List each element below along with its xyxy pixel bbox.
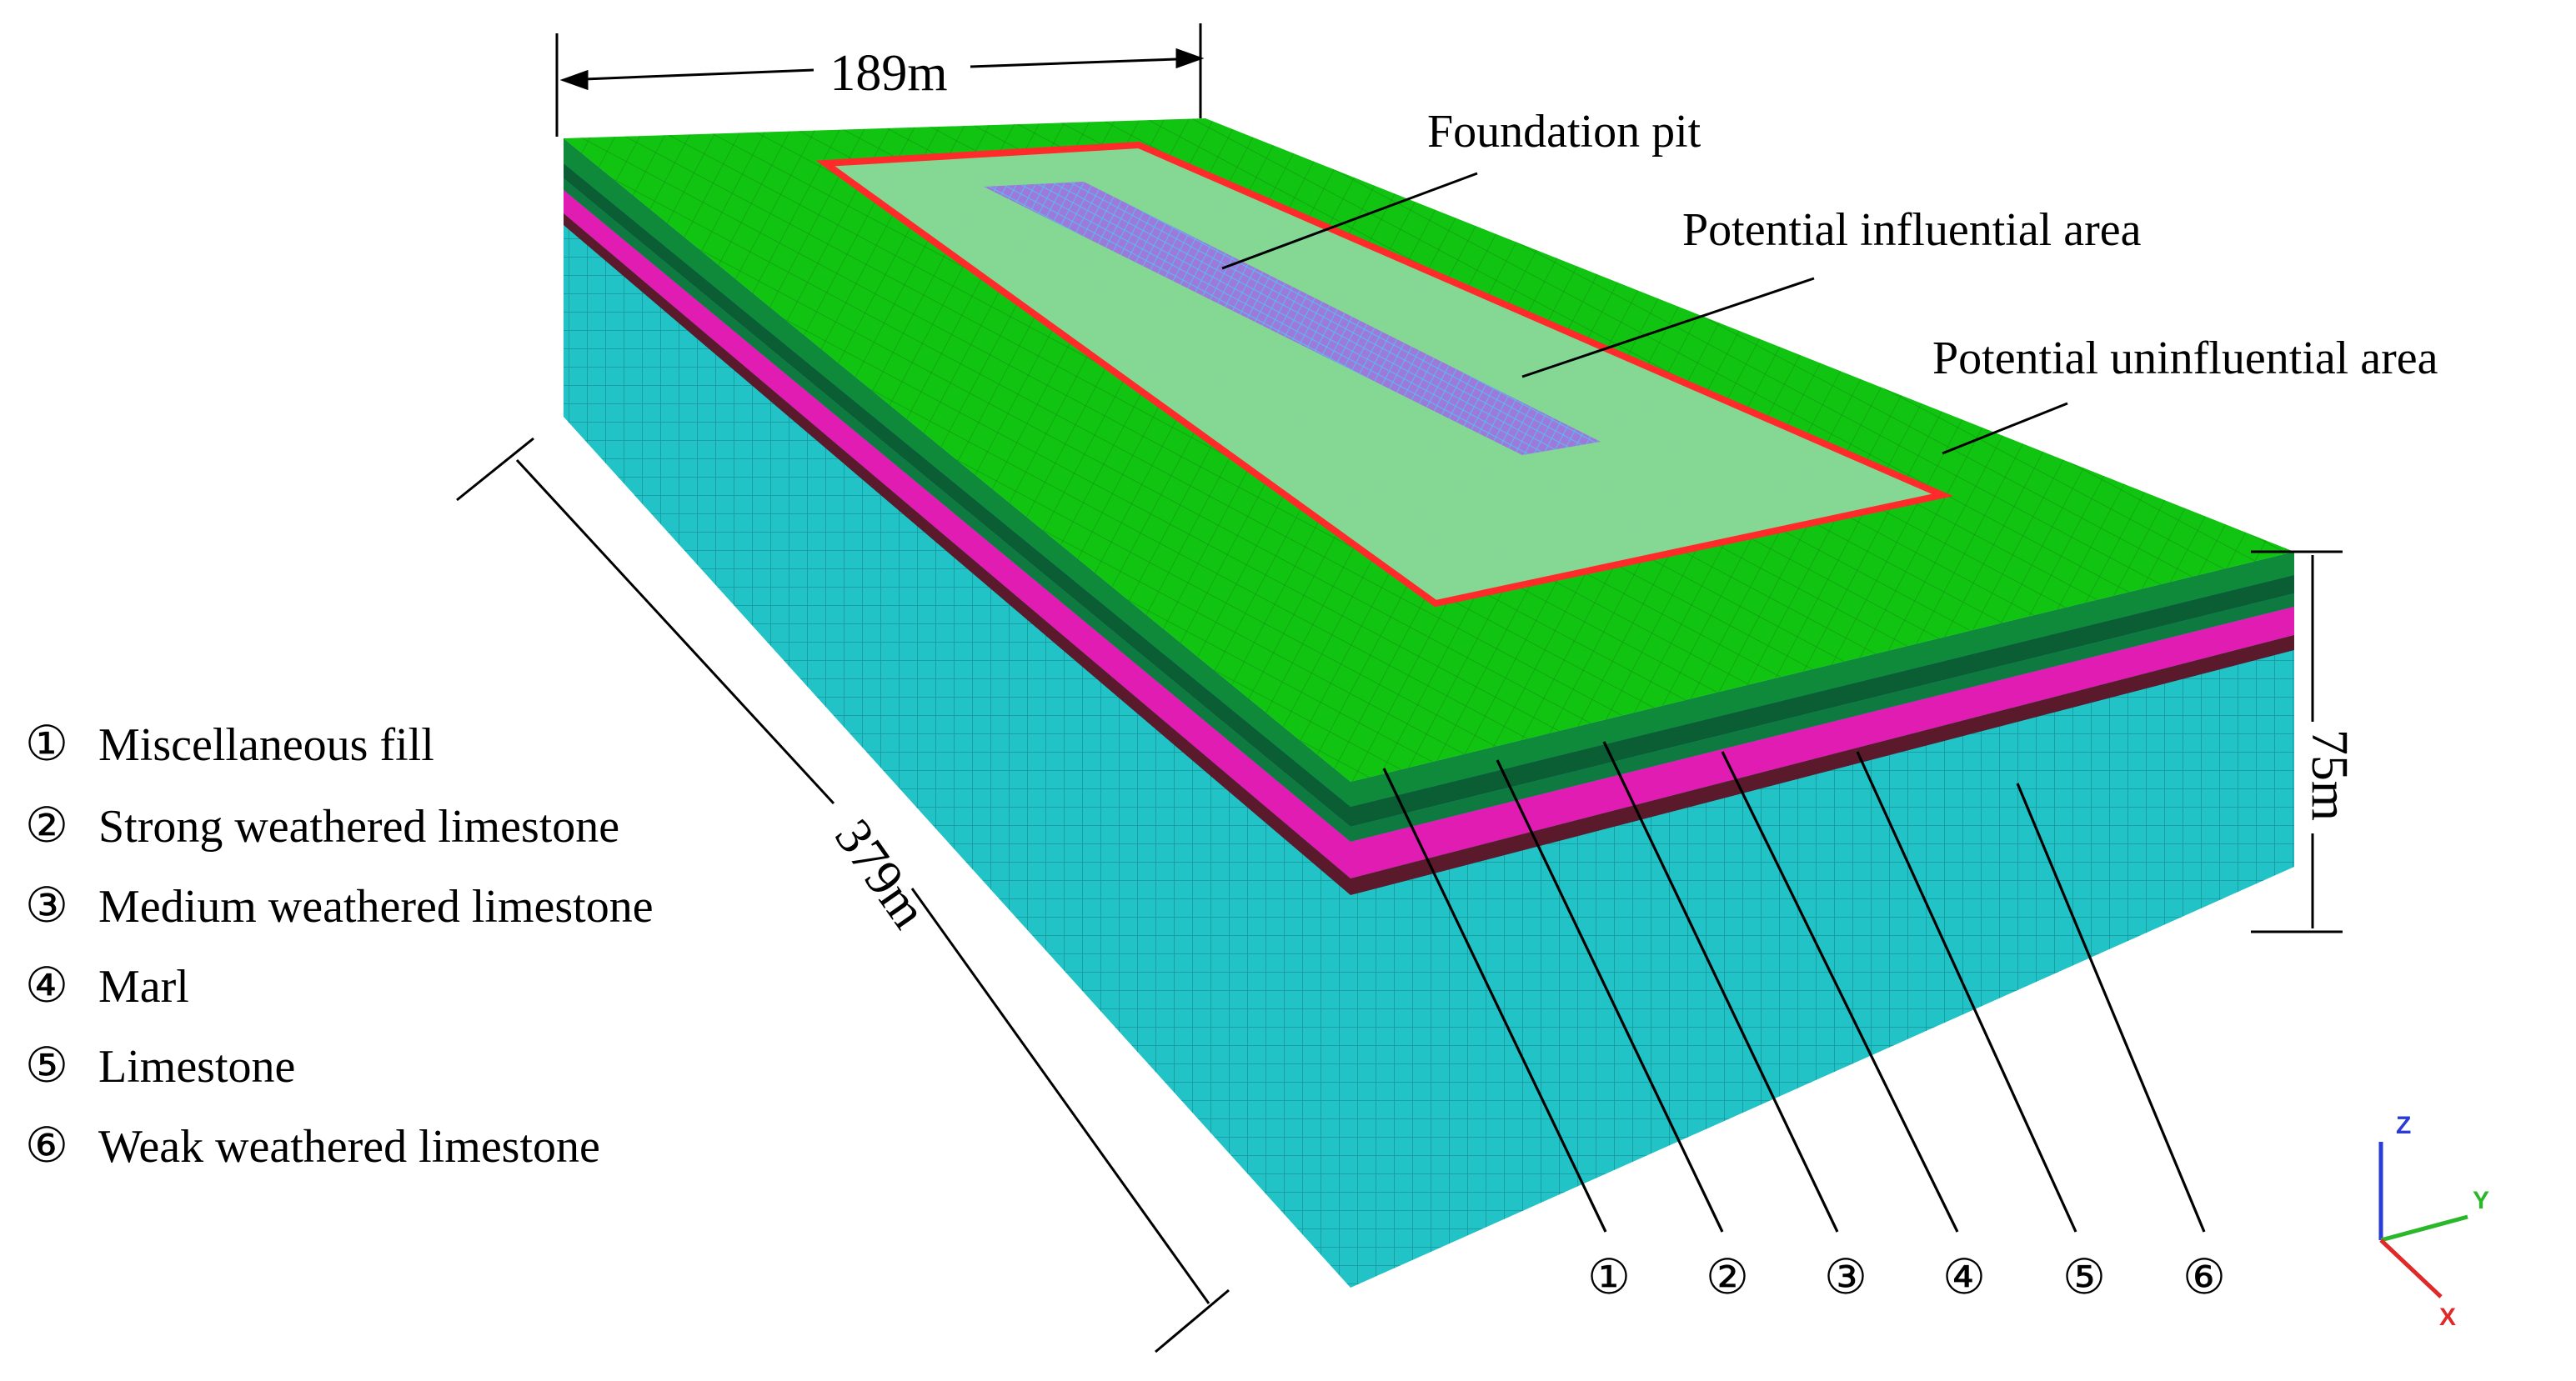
block-left-face [564,138,1351,1288]
dim-length [456,437,1230,1353]
layer-bands-right [1351,552,2294,895]
label-foundation-pit: Foundation pit [1427,106,1701,158]
label-uninfluential-area: Potential uninfluential area [1932,333,2438,384]
legend-name-3: Medium weathered limestone [98,881,654,933]
layer-band-1 [1351,552,2294,807]
legend-item-1: ① Miscellaneous fill [25,717,434,771]
axis-triad: Z Y X [2378,1112,2489,1331]
legend-name-5: Limestone [98,1041,295,1093]
y-axis-label: Y [2473,1187,2489,1214]
label-influential-area: Potential influential area [1682,204,2142,256]
annotation-leaders [1221,172,2068,455]
layer-band-5 [1351,635,2294,895]
marker-5: ⑤ [2062,1250,2106,1304]
legend-item-5: ⑤ Limestone [25,1038,295,1093]
layer-band-4 [1351,607,2294,878]
layer-markers-bottom: ① ② ③ ④ ⑤ ⑥ [1587,1250,2226,1304]
legend-marker-6: ⑥ [25,1118,68,1173]
dim-height-label: 75m [2301,729,2358,821]
marker-1: ① [1587,1250,1631,1304]
z-axis-label: Z [2396,1112,2411,1139]
layer-band-2 [1351,575,2294,827]
x-axis-line [2379,1238,2443,1298]
foundation-pit [984,182,1601,455]
legend-name-2: Strong weathered limestone [98,801,619,853]
layer-band-3 [1351,593,2294,842]
x-axis-label: X [2439,1303,2456,1331]
dim-width-label: 189m [829,45,947,102]
legend-marker-5: ⑤ [25,1038,68,1093]
legend-marker-4: ④ [25,958,68,1013]
dim-length-label: 379m [824,809,938,938]
legend-item-2: ② Strong weathered limestone [25,798,619,853]
marker-2: ② [1706,1250,1749,1304]
marker-3: ③ [1824,1250,1867,1304]
marker-6: ⑥ [2183,1250,2226,1304]
dim-width [555,23,1205,137]
y-axis-line [2380,1214,2468,1243]
layer-callout-lines [1382,741,2206,1233]
legend-marker-2: ② [25,798,68,853]
legend-name-6: Weak weathered limestone [98,1121,600,1173]
legend-marker-1: ① [25,717,68,771]
legend-name-1: Miscellaneous fill [98,719,434,771]
legend-item-3: ③ Medium weathered limestone [25,878,654,933]
legend-name-4: Marl [98,961,189,1013]
marker-4: ④ [1942,1250,1986,1304]
dim-height [2251,550,2343,933]
layer-legend: ① Miscellaneous fill ② Strong weathered … [25,717,654,1173]
legend-item-4: ④ Marl [25,958,189,1013]
legend-item-6: ⑥ Weak weathered limestone [25,1118,600,1173]
legend-marker-3: ③ [25,878,68,933]
layer-bands-left [564,138,1351,895]
